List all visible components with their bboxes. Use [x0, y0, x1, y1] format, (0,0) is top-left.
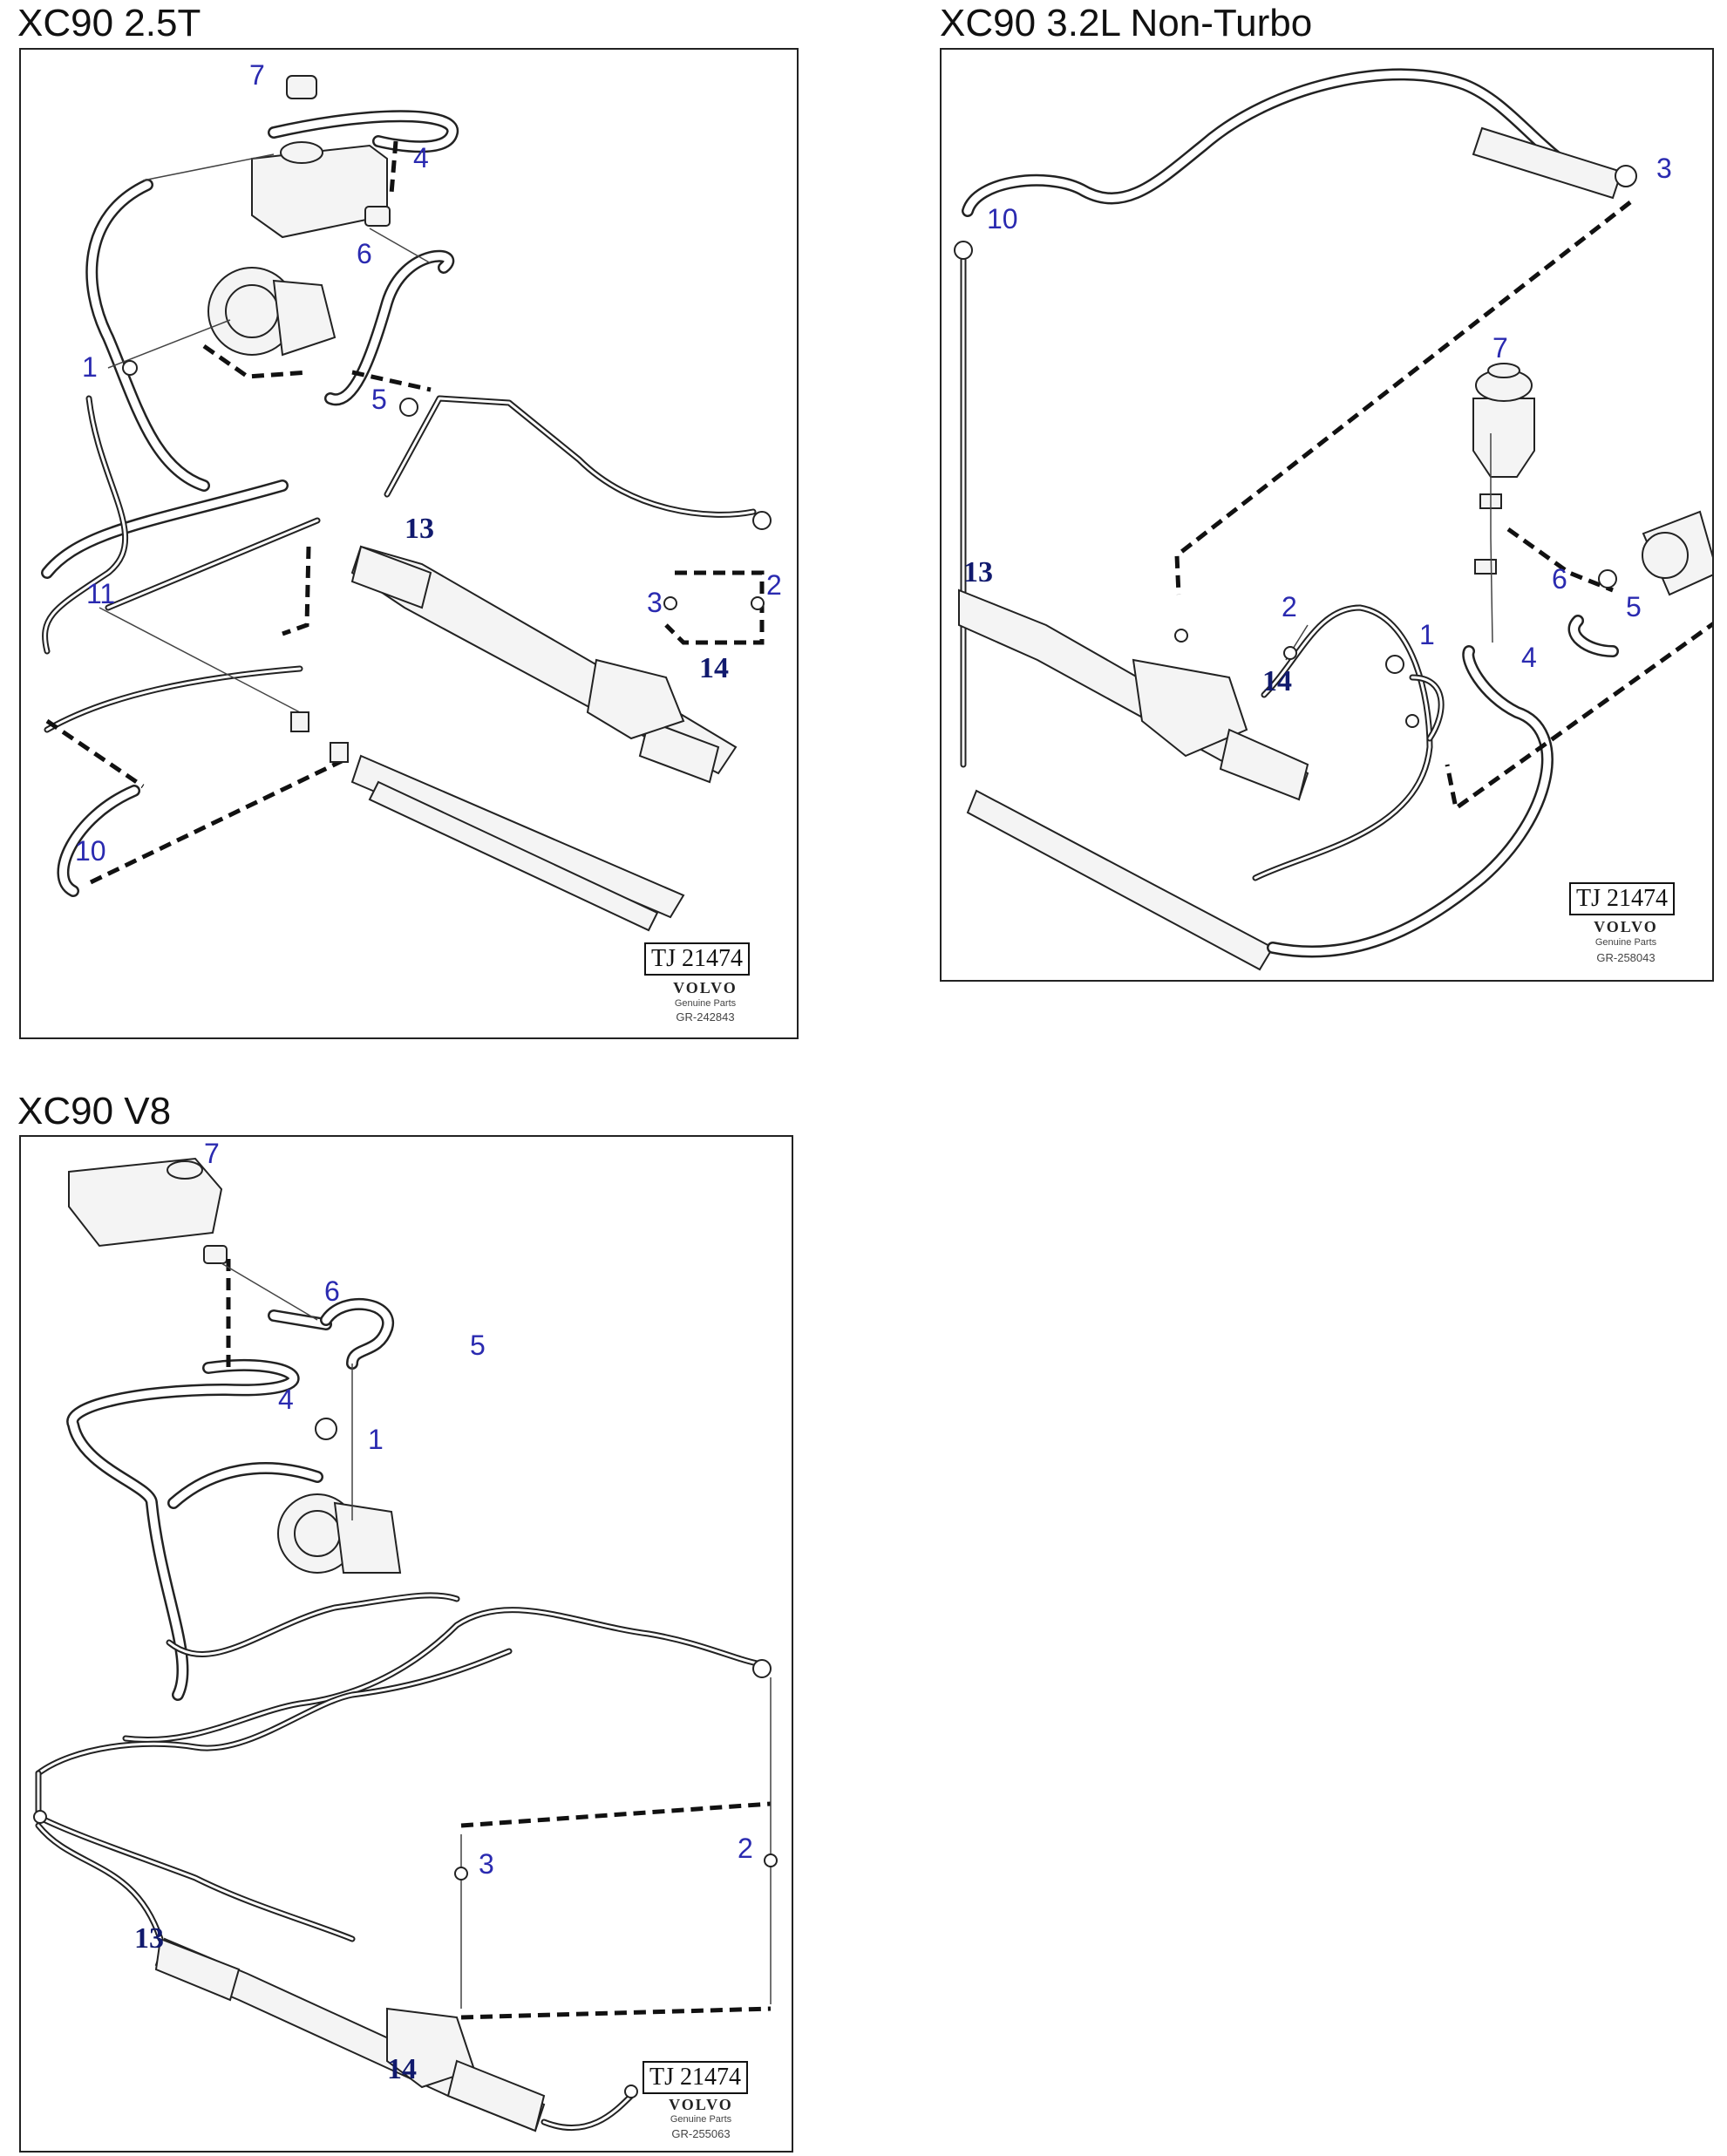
steering-rack-icon [958, 588, 1309, 801]
reservoir-icon [251, 75, 391, 239]
callout-5: 5 [470, 1330, 486, 1361]
genuine-parts-text: Genuine Parts [674, 998, 737, 1009]
volvo-logo: VOLVO [669, 2096, 733, 2113]
part-code: GR-242843 [676, 1010, 735, 1024]
callout-1: 1 [82, 351, 98, 383]
pump-icon [1642, 510, 1712, 596]
callout-3: 3 [479, 1848, 494, 1880]
diagram-panel-xc90-25t: 7 4 6 1 5 13 3 2 14 11 10 TJ 21474 VOLVO… [19, 48, 799, 1039]
callout-11: 11 [86, 578, 115, 609]
reference-box: TJ 21474 [644, 942, 750, 976]
diagram-title-xc90-32l: XC90 3.2L Non-Turbo [940, 2, 1313, 44]
parts-drawing-xc90-v8: 7 6 5 4 1 3 2 13 14 [33, 1138, 778, 2132]
reservoir-icon [68, 1157, 228, 1264]
reference-box: TJ 21474 [643, 2061, 748, 2094]
steering-rack-icon [154, 1937, 546, 2132]
callout-1: 1 [1419, 619, 1435, 650]
callout-14: 14 [1262, 665, 1292, 697]
ring-icon [454, 1867, 468, 1881]
callout-10: 10 [987, 203, 1018, 235]
callout-14: 14 [699, 652, 729, 684]
cooler-icon [966, 789, 1275, 971]
cooler-icon [350, 754, 685, 932]
diagram-panel-xc90-32l: 3 10 7 13 2 1 14 6 5 4 TJ 21474 VOLVO Ge… [940, 48, 1714, 982]
callout-2: 2 [1282, 591, 1297, 622]
callout-4: 4 [1521, 642, 1537, 673]
reference-box: TJ 21474 [1569, 882, 1675, 915]
callout-13: 13 [963, 556, 993, 588]
callout-10: 10 [75, 835, 106, 867]
parts-drawing-xc90-25t: 7 4 6 1 5 13 3 2 14 11 10 [41, 59, 782, 932]
connector-dash [1174, 201, 1632, 595]
diagram-title-xc90-25t: XC90 2.5T [17, 2, 201, 44]
part-code: GR-258043 [1596, 951, 1656, 964]
callout-7: 7 [204, 1138, 220, 1169]
callout-3: 3 [647, 587, 663, 618]
callout-1: 1 [368, 1424, 384, 1455]
connector-dash [389, 140, 398, 194]
callout-14: 14 [387, 2053, 417, 2085]
callout-4: 4 [413, 142, 429, 173]
volvo-logo: VOLVO [673, 979, 738, 996]
callout-6: 6 [1552, 563, 1567, 595]
callout-6: 6 [324, 1275, 340, 1307]
callout-13: 13 [405, 513, 434, 545]
callout-13: 13 [134, 1922, 164, 1955]
genuine-parts-text: Genuine Parts [1594, 937, 1657, 948]
callout-6: 6 [357, 238, 372, 269]
callout-7: 7 [249, 59, 265, 91]
callout-2: 2 [738, 1833, 753, 1864]
parts-drawing-xc90-32l: 3 10 7 13 2 1 14 6 5 4 [954, 68, 1712, 971]
callout-4: 4 [278, 1384, 294, 1415]
volvo-logo: VOLVO [1594, 918, 1658, 935]
pump-icon [277, 1493, 402, 1574]
ring-icon [1174, 629, 1188, 643]
callout-2: 2 [766, 569, 782, 601]
callout-5: 5 [371, 384, 387, 415]
ring-icon [122, 360, 138, 376]
callout-7: 7 [1492, 332, 1508, 364]
pump-icon [207, 267, 337, 357]
callout-5: 5 [1626, 591, 1642, 622]
diagram-title-xc90-v8: XC90 V8 [17, 1090, 172, 1132]
callout-3: 3 [1656, 153, 1672, 184]
diagram-panel-xc90-v8: 7 6 5 4 1 3 2 13 14 TJ 21474 VOLVO Genui… [19, 1135, 793, 2153]
reservoir-icon [1472, 363, 1535, 478]
pipe-icon [42, 395, 128, 655]
genuine-parts-text: Genuine Parts [670, 2114, 732, 2125]
steering-rack-icon [350, 545, 738, 784]
part-code: GR-255063 [671, 2127, 731, 2140]
